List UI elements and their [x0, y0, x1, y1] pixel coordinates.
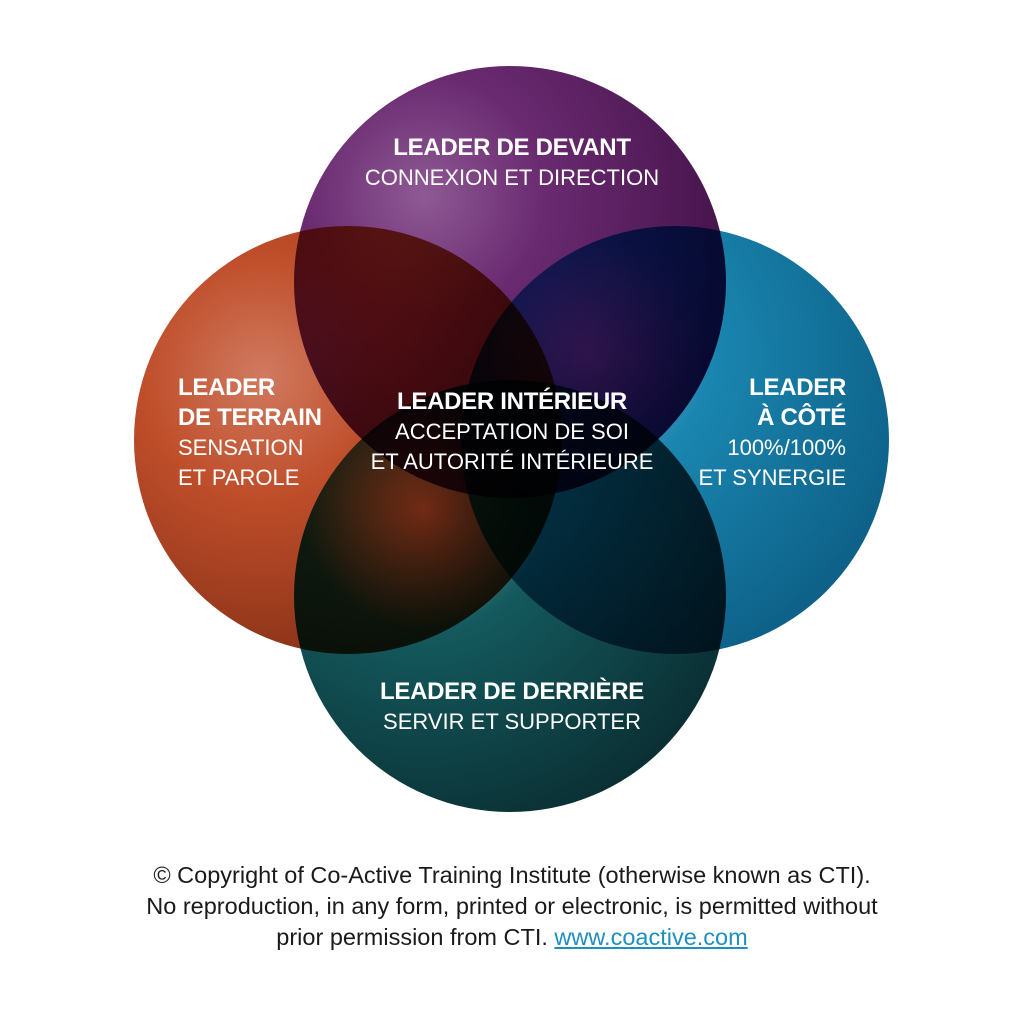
center-subtitle-1: ACCEPTATION DE SOI	[395, 419, 629, 444]
footer-line-1: © Copyright of Co-Active Training Instit…	[153, 862, 871, 888]
left-subtitle-1: SENSATION	[178, 435, 304, 460]
footer-line-2: No reproduction, in any form, printed or…	[146, 893, 878, 919]
label-right: LEADER À CÔTÉ 100%/100% ET SYNERGIE	[698, 373, 846, 493]
venn-diagram	[134, 66, 889, 812]
right-subtitle-2: ET SYNERGIE	[698, 465, 846, 490]
top-subtitle: CONNEXION ET DIRECTION	[364, 165, 660, 190]
label-left: LEADER DE TERRAIN SENSATION ET PAROLE	[178, 373, 322, 493]
left-subtitle-2: ET PAROLE	[178, 465, 300, 490]
center-subtitle-2: ET AUTORITÉ INTÉRIEURE	[370, 449, 654, 474]
left-title-1: LEADER	[178, 374, 275, 401]
label-bottom: LEADER DE DERRIÈRE SERVIR ET SUPPORTER	[380, 677, 644, 737]
coactive-link[interactable]: www.coactive.com	[554, 924, 748, 950]
footer-line-3-text: prior permission from CTI.	[276, 924, 548, 950]
copyright-footer: © Copyright of Co-Active Training Instit…	[0, 860, 1024, 953]
label-center: LEADER INTÉRIEUR ACCEPTATION DE SOI ET A…	[371, 387, 654, 477]
center-title: LEADER INTÉRIEUR	[397, 388, 627, 415]
bottom-subtitle: SERVIR ET SUPPORTER	[383, 709, 641, 734]
right-title-1: LEADER	[749, 374, 846, 401]
left-title-2: DE TERRAIN	[178, 404, 322, 431]
circle-bottom	[294, 380, 726, 812]
top-title: LEADER DE DEVANT	[393, 134, 631, 161]
bottom-title: LEADER DE DERRIÈRE	[380, 678, 644, 705]
footer-line-3: prior permission from CTI. www.coactive.…	[0, 922, 1024, 953]
right-subtitle-1: 100%/100%	[727, 435, 846, 460]
label-top: LEADER DE DEVANT CONNEXION ET DIRECTION	[365, 133, 659, 193]
right-title-2: À CÔTÉ	[757, 404, 846, 431]
